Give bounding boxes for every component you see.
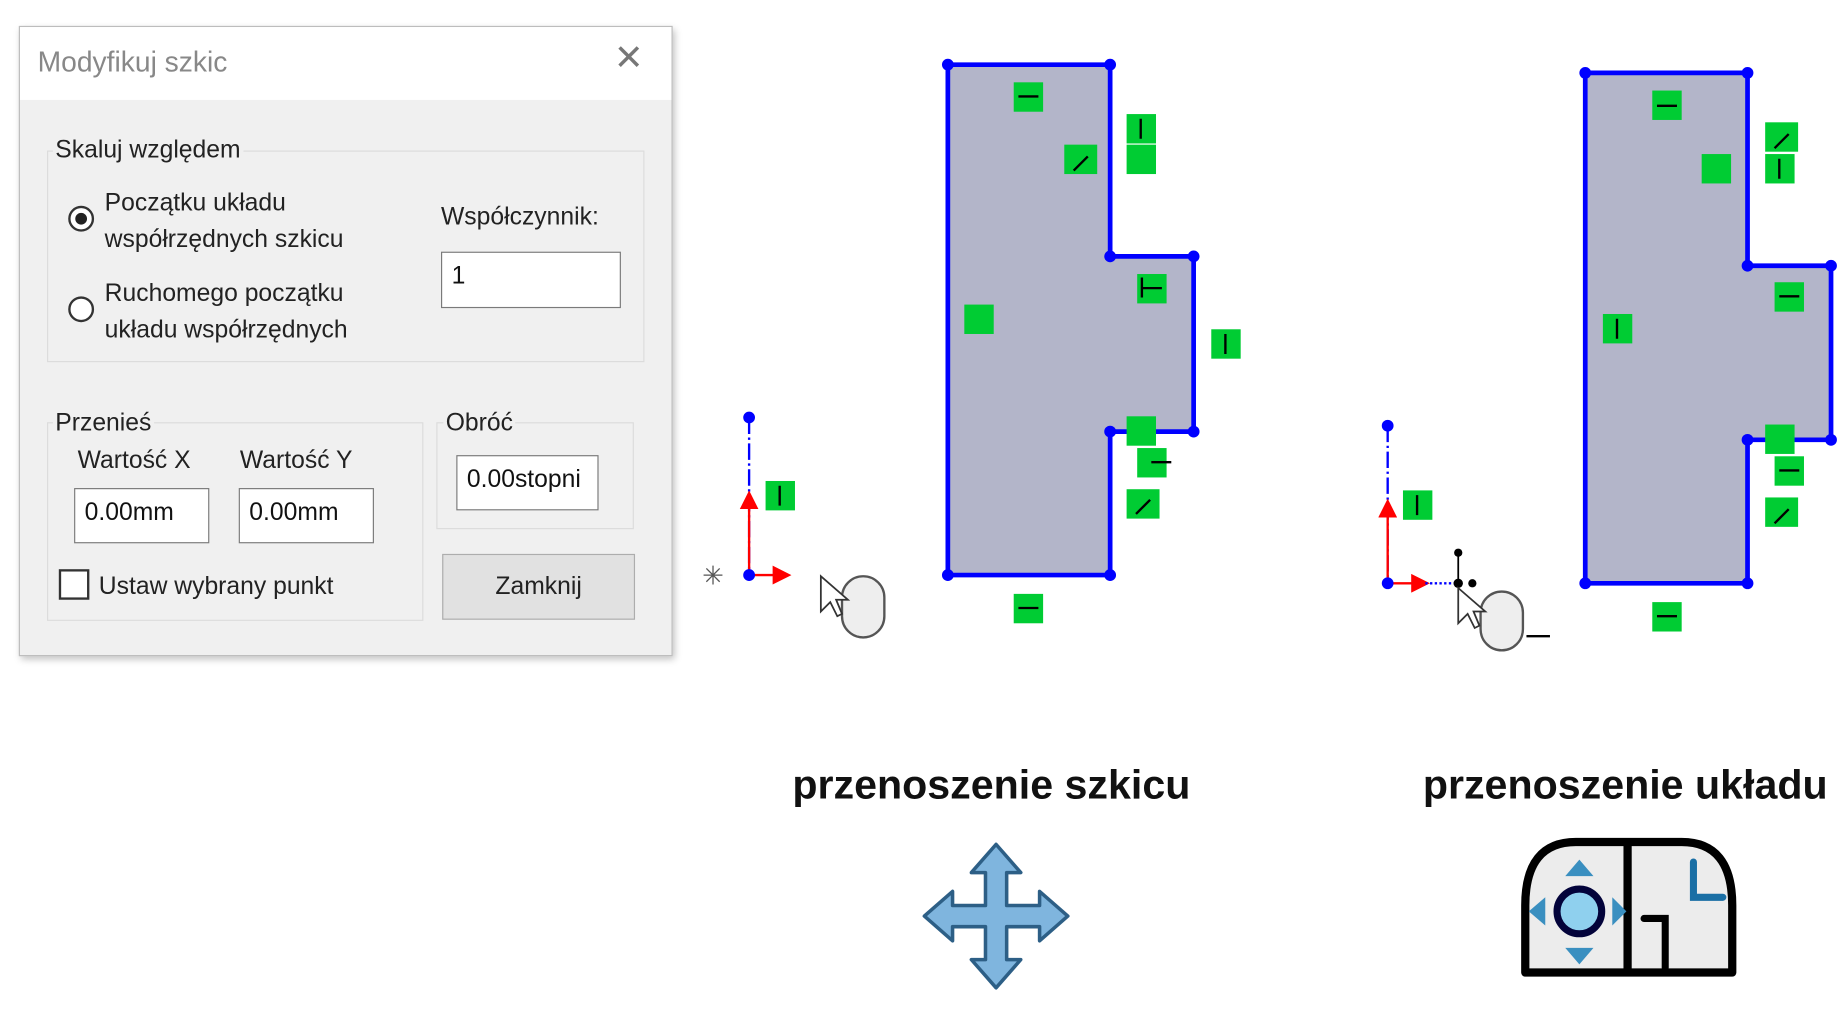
origin-before: ✳ (702, 411, 792, 591)
label-line: Ruchomego początku (104, 279, 344, 307)
radio-sketch-origin-label[interactable]: Początku układu współrzędnych szkicu (105, 185, 344, 258)
rotate-input[interactable]: 0.00stopni (456, 455, 599, 511)
origin-after (1378, 419, 1477, 593)
x-value-label: Wartość X (77, 446, 191, 474)
relation-glyphs-before (778, 95, 1227, 610)
rotate-group-label: Obróć (443, 409, 516, 438)
label-line: Początku układu (104, 189, 286, 217)
caption-move-sketch: przenoszenie szkicu (792, 762, 1191, 808)
move-coordinate-system-icon (1521, 837, 1737, 977)
set-selected-point-label[interactable]: Ustaw wybrany punkt (98, 572, 334, 600)
svg-text:✳: ✳ (702, 561, 724, 591)
sketch-after[interactable] (1579, 67, 1837, 590)
label-line: układu współrzędnych (104, 316, 348, 344)
move-group-label: Przenieś (52, 409, 154, 438)
close-button[interactable]: Zamknij (442, 553, 636, 620)
dialog-title: Modyfikuj szkic (37, 47, 228, 79)
close-icon[interactable]: ✕ (613, 38, 644, 78)
radio-moving-origin[interactable] (68, 296, 95, 323)
scale-group-label: Skaluj względem (52, 136, 243, 165)
set-selected-point-checkbox[interactable] (58, 569, 90, 600)
label-line: współrzędnych szkicu (104, 225, 344, 253)
title-bar: Modyfikuj szkic ✕ (19, 27, 672, 100)
relation-glyphs-after (1415, 104, 1800, 638)
factor-input[interactable]: 1 (441, 251, 621, 309)
radio-moving-origin-label[interactable]: Ruchomego początku układu współrzędnych (105, 275, 348, 348)
sketch-before[interactable] (941, 58, 1200, 581)
caption-move-coordinate-system: przenoszenie układu (1422, 762, 1828, 808)
scale-group (47, 150, 645, 363)
x-value-input[interactable]: 0.00mm (74, 488, 210, 544)
radio-sketch-origin[interactable] (68, 205, 95, 232)
y-value-label: Wartość Y (239, 446, 353, 474)
move-group (47, 422, 424, 621)
rotate-group (436, 422, 634, 530)
move-arrows-icon (922, 842, 1070, 990)
mouse-coordinate-icon (1457, 586, 1525, 652)
factor-label: Współczynnik: (441, 203, 599, 231)
modify-sketch-dialog: Modyfikuj szkic ✕ Skaluj względem Począt… (18, 25, 673, 657)
mouse-move-icon (819, 574, 886, 639)
y-value-input[interactable]: 0.00mm (238, 488, 374, 544)
